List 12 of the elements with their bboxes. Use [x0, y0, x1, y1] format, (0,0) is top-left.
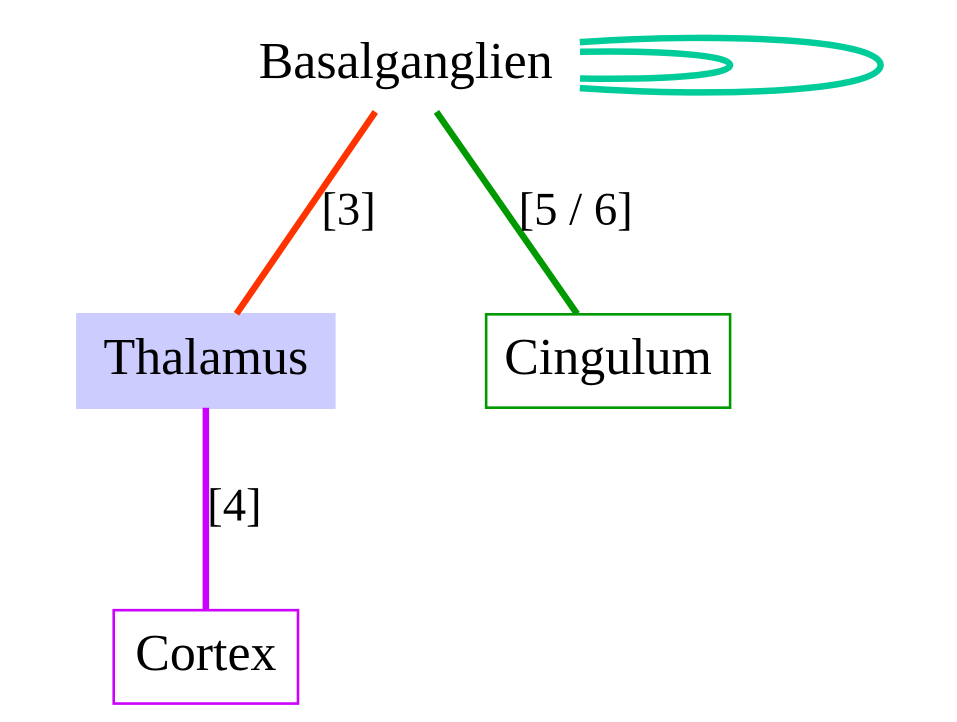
connector: [433, 110, 580, 316]
node-text: Basalganglien: [258, 33, 552, 90]
edge-label: [4]: [206, 479, 262, 532]
edge-label: [5 / 6]: [518, 183, 632, 236]
connector: [580, 48, 733, 82]
edge-label: [3]: [320, 183, 376, 236]
connector: [202, 408, 209, 610]
connector: [579, 34, 884, 96]
node-box: Cingulum: [484, 312, 731, 410]
node-box: Cortex: [112, 608, 299, 705]
connector: [233, 110, 378, 316]
node-box: Thalamus: [76, 312, 336, 410]
